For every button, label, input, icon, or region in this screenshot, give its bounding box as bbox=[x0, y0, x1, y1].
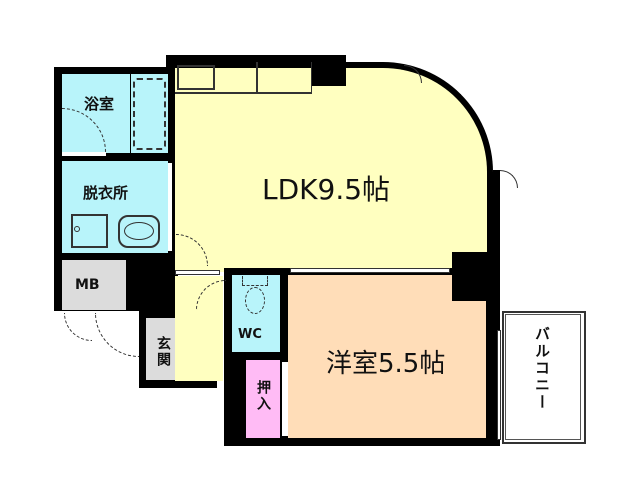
bedroom-pillar bbox=[452, 268, 492, 301]
closet-label: 押入 bbox=[255, 380, 271, 412]
kitchen-sink bbox=[177, 65, 215, 90]
balcony bbox=[502, 311, 586, 444]
washroom bbox=[62, 161, 168, 253]
washroom-door bbox=[168, 163, 172, 251]
washing-machine bbox=[71, 214, 108, 248]
mb-room bbox=[62, 260, 126, 310]
toilet-bowl bbox=[245, 287, 265, 314]
bedroom bbox=[288, 275, 486, 438]
hallway-door bbox=[175, 270, 220, 275]
kitchen-divider bbox=[256, 62, 258, 94]
balcony-inner bbox=[505, 314, 581, 440]
bath-door-sill bbox=[62, 152, 106, 156]
washing-machine-dot bbox=[74, 226, 80, 232]
closet-sliding-door bbox=[282, 362, 288, 436]
wash-basin bbox=[118, 215, 160, 248]
wash-basin-inner bbox=[124, 222, 154, 240]
bathtub bbox=[133, 78, 166, 150]
washroom-label: 脱衣所 bbox=[83, 184, 129, 202]
balcony-label: バルコニー bbox=[533, 326, 551, 411]
kitchen-counter bbox=[175, 62, 312, 94]
bath-label: 浴室 bbox=[84, 95, 115, 113]
ldk-label: LDK9.5帖 bbox=[262, 173, 391, 206]
bathtub-area bbox=[131, 74, 168, 153]
bedroom-label: 洋室5.5帖 bbox=[326, 349, 446, 379]
ldk-top-pillar bbox=[312, 56, 346, 86]
entrance-label: 玄関 bbox=[155, 336, 171, 368]
toilet-tank bbox=[242, 276, 268, 286]
closet bbox=[246, 360, 280, 438]
ldk-window-door-right bbox=[500, 170, 518, 188]
mb-door-arc bbox=[64, 313, 92, 341]
bedroom-ldk-door bbox=[290, 268, 450, 273]
balcony-window bbox=[497, 330, 501, 440]
wc-label: WC bbox=[238, 327, 262, 342]
mb-label: MB bbox=[75, 277, 100, 293]
ldk-room bbox=[175, 62, 493, 272]
entrance-door-arc bbox=[95, 313, 139, 357]
